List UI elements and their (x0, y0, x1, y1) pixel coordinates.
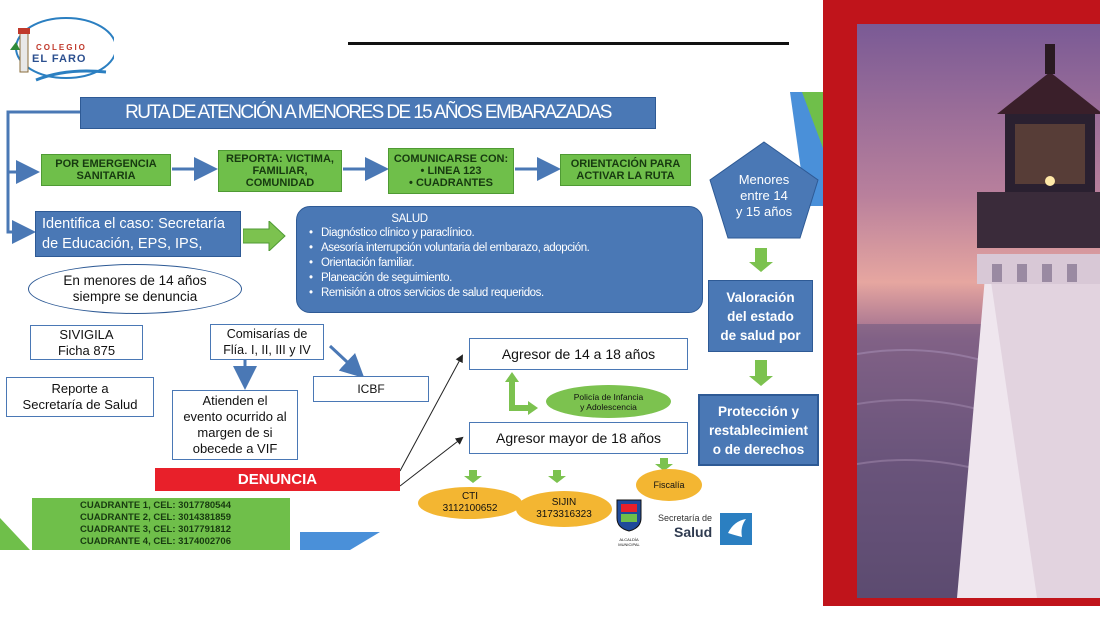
lighthouse-photo (857, 24, 1100, 598)
identifica-box: Identifica el caso: Secretaría de Educac… (35, 211, 241, 257)
reporte-box: Reporte a Secretaría de Salud (6, 377, 154, 417)
step-comunicarse: COMUNICARSE CON: • LINEA 123 • CUADRANTE… (388, 148, 514, 194)
step-orientacion-line1: ORIENTACIÓN PARA (570, 158, 681, 170)
identifica-line2: de Educación, EPS, IPS, (42, 236, 203, 252)
secretaria-logo-line1: Secretaría de (658, 513, 713, 523)
cti-oval: CTI 3112100652 (418, 487, 522, 519)
policia-oval: Policía de Infancia y Adolescencia (546, 385, 671, 418)
cti-line1: CTI (461, 491, 479, 502)
valoracion-box: Valoración del estado de salud por (708, 280, 813, 352)
arrow-right-icon (243, 221, 286, 251)
atienden-line1: Atienden el (202, 393, 268, 408)
proteccion-line2: restablecimient (708, 422, 809, 438)
proteccion-line3: o de derechos (712, 441, 805, 457)
salud-item-text: Asesoría interrupción voluntaria del emb… (321, 242, 590, 254)
diagram-title: RUTA DE ATENCIÓN A MENORES DE 15 AÑOS EM… (80, 97, 656, 129)
cuadrante-item: CUADRANTE 1, CEL: 3017780544 (80, 500, 232, 511)
sijin-oval: SIJIN 3173316323 (516, 491, 612, 527)
denuncia-bar: DENUNCIA (155, 468, 400, 491)
step-emergencia: POR EMERGENCIA SANITARIA (41, 154, 171, 186)
comisarias-line1: Comisarías de (226, 327, 308, 341)
salud-item-text: Remisión a otros servicios de salud requ… (321, 287, 544, 299)
step-reporta: REPORTA: VICTIMA, FAMILIAR, COMUNIDAD (218, 150, 342, 192)
cuadrantes-box: CUADRANTE 1, CEL: 3017780544 CUADRANTE 2… (32, 498, 290, 550)
reporte-line1: Reporte a (51, 381, 109, 396)
sivigila-box: SIVIGILA Ficha 875 (30, 325, 143, 360)
policia-line1: Policía de Infancia (573, 391, 644, 402)
menores-pentagon (709, 141, 819, 239)
sijin-line2: 3173316323 (536, 509, 592, 520)
menores-line1: Menores (738, 172, 790, 187)
menores-line2: entre 14 (740, 188, 788, 203)
proteccion-line1: Protección y (717, 403, 800, 419)
sijin-line1: SIJIN (551, 497, 577, 508)
menores-line3: y 15 años (735, 204, 793, 219)
identifica-line1: Identifica el caso: Secretaría (42, 216, 225, 232)
cuadrante-item: CUADRANTE 2, CEL: 3014381859 (80, 512, 232, 523)
salud-box: SALUD • Diagnóstico clínico y paraclínic… (296, 206, 703, 313)
valoracion-line1: Valoración (726, 289, 795, 305)
logo-line2: EL FARO (32, 53, 87, 65)
atienden-line3: margen de si (197, 425, 273, 440)
valoracion-line2: del estado (727, 308, 794, 324)
reporte-line2: Secretaría de Salud (22, 397, 138, 412)
agresor-14-18-box: Agresor de 14 a 18 años (469, 338, 688, 370)
sivigila-line2: Ficha 875 (57, 342, 116, 358)
proteccion-box: Protección y restablecimient o de derech… (698, 394, 819, 466)
diagram: RUTA DE ATENCIÓN A MENORES DE 15 AÑOS EM… (0, 88, 823, 553)
salud-item-text: Orientación familiar. (321, 257, 415, 269)
cti-line2: 3112100652 (442, 503, 498, 514)
atienden-box: Atienden el evento ocurrido al margen de… (172, 390, 298, 460)
salud-title: SALUD (391, 213, 428, 225)
under14-oval: En menores de 14 años siempre se denunci… (28, 264, 242, 314)
valoracion-line3: de salud por (720, 327, 801, 343)
alcaldia-label: ALCALDÍA MUNICIPAL (618, 537, 640, 547)
atienden-line2: evento ocurrido al (183, 409, 287, 424)
menores-label: Menores entre 14 y 15 años (720, 172, 808, 220)
lighthouse-icon (857, 44, 1100, 598)
comisarias-box: Comisarías de Flía. I, II, III y IV (210, 324, 324, 360)
step-orientacion: ORIENTACIÓN PARA ACTIVAR LA RUTA (560, 154, 691, 186)
step-reporta-line3: COMUNIDAD (245, 177, 315, 189)
cuadrante-item: CUADRANTE 3, CEL: 3017791812 (80, 524, 232, 535)
salud-item: • Orientación familiar. (309, 257, 415, 269)
salud-item: • Diagnóstico clínico y paraclínico. (309, 227, 475, 239)
salud-item-text: Diagnóstico clínico y paraclínico. (321, 227, 475, 239)
salud-item: • Remisión a otros servicios de salud re… (309, 287, 544, 299)
agresor-mayor-18-box: Agresor mayor de 18 años (469, 422, 688, 454)
shield-icon (616, 499, 642, 532)
step-emergencia-line2: SANITARIA (76, 170, 136, 182)
fiscalia-oval: Fiscalía (636, 469, 702, 501)
header-rule (348, 42, 789, 45)
step-orientacion-line2: ACTIVAR LA RUTA (576, 170, 675, 182)
under14-line1: En menores de 14 años (63, 273, 207, 288)
logo-line1: COLEGIO (36, 43, 87, 52)
salud-item: • Planeación de seguimiento. (309, 272, 452, 284)
sivigila-line1: SIVIGILA (59, 326, 114, 342)
icbf-box: ICBF (313, 376, 429, 402)
salud-item-text: Planeación de seguimiento. (321, 272, 452, 284)
step-reporta-line1: REPORTA: VICTIMA, (226, 153, 334, 165)
step-comunicarse-line2: • LINEA 123 (420, 165, 482, 177)
policia-line2: y Adolescencia (580, 401, 637, 412)
step-reporta-line2: FAMILIAR, (252, 165, 308, 177)
dove-icon (720, 513, 752, 545)
comisarias-line2: Flía. I, II, III y IV (223, 343, 311, 357)
step-comunicarse-line3: • CUADRANTES (409, 177, 493, 189)
secretaria-logo-line2: Salud (674, 524, 713, 540)
step-comunicarse-line1: COMUNICARSE CON: (393, 153, 509, 165)
alcaldia-logo: ALCALDÍA MUNICIPAL (612, 498, 646, 550)
school-logo: COLEGIO EL FARO (6, 10, 117, 82)
secretaria-salud-logo: Secretaría de Salud (656, 511, 756, 545)
salud-item: • Asesoría interrupción voluntaria del e… (309, 242, 590, 254)
under14-line2: siempre se denuncia (72, 289, 198, 304)
cuadrante-item: CUADRANTE 4, CEL: 3174002706 (80, 536, 232, 547)
step-emergencia-line1: POR EMERGENCIA (55, 158, 157, 170)
atienden-line4: obecede a VIF (192, 441, 278, 456)
connectors (0, 92, 823, 550)
